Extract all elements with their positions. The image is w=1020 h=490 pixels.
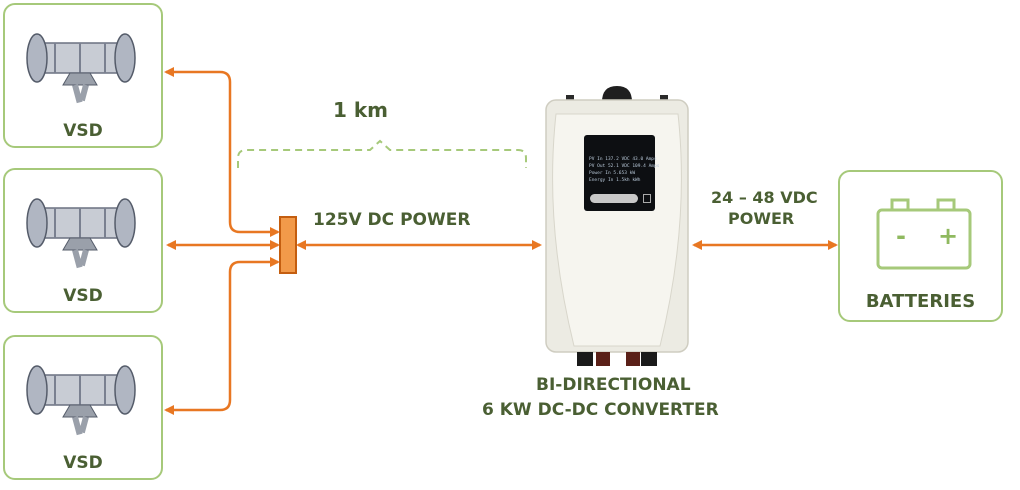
vsd-label: VSD [63,286,103,306]
junction-block [279,216,297,274]
battery-plus-symbol: + [938,222,959,250]
arrow-to-vsd-3 [164,257,280,415]
vsd-box-3: VSD [3,335,163,480]
vsd-label: VSD [63,121,103,141]
display-buttons [590,194,638,203]
display-line: Power In 5.653 kW [589,171,636,176]
display-line: Energy In 1.5kh kWh [589,178,641,183]
battery-power-label-line1: 24 – 48 VDC [711,188,818,207]
converter-title-line2: 6 KW DC-DC CONVERTER [482,400,719,420]
battery-power-label-line2: POWER [728,209,795,228]
arrow-to-vsd-1 [164,67,280,237]
vsd-label: VSD [63,453,103,473]
battery-icon [876,198,972,270]
display-line: PV Out 52.1 VDC 109.4 Amps [589,164,660,169]
distance-brace [237,139,527,168]
converter-body [545,86,689,366]
batteries-box: - + BATTERIES [838,170,1003,322]
display-line: PV In 137.2 VDC 43.0 Amps [589,157,657,162]
display-menu-button [643,194,651,203]
converter-unit: PV In 137.2 VDC 43.0 Amps PV Out 52.1 VD… [540,84,694,366]
converter-display: PV In 137.2 VDC 43.0 Amps PV Out 52.1 VD… [584,135,660,211]
vsd-motor-icon [26,33,136,104]
dc-bus-label: 125V DC POWER [313,210,471,230]
vsd-motor-icon [26,198,136,269]
converter-title-line1: BI-DIRECTIONAL [536,375,691,395]
vsd-box-2: VSD [3,168,163,313]
distance-label: 1 km [333,98,389,122]
vsd-motor-icon [26,365,136,436]
battery-minus-symbol: - [896,222,906,250]
vsd-box-1: VSD [3,3,163,148]
batteries-label: BATTERIES [865,291,976,312]
